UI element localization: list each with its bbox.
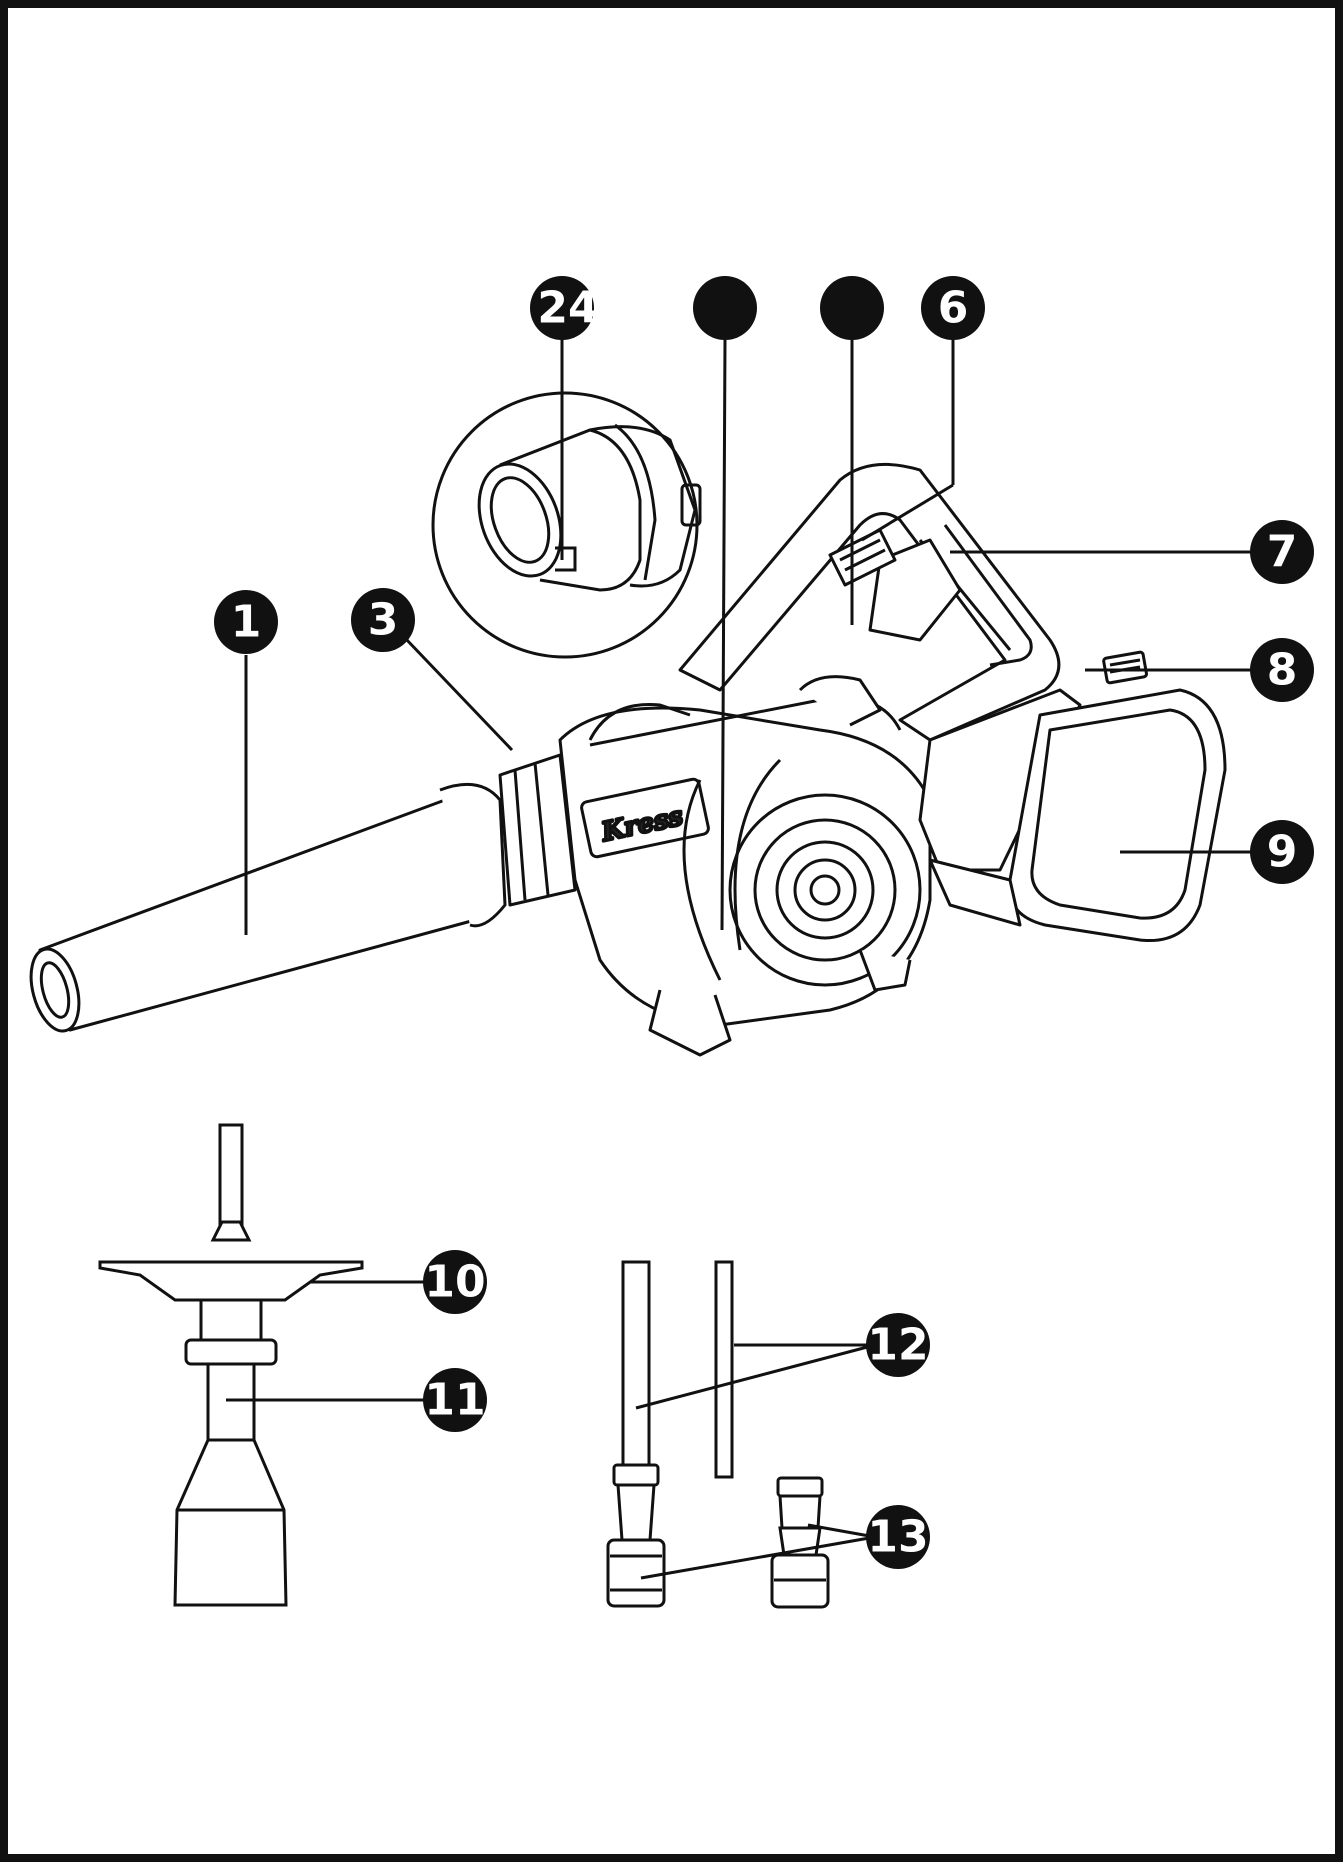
svg-text:7: 7 bbox=[1267, 527, 1298, 578]
callout-1: 1 bbox=[214, 590, 278, 654]
callout-8: 8 bbox=[1250, 638, 1314, 702]
callout-4 bbox=[693, 276, 757, 340]
battery-pack bbox=[918, 650, 1227, 943]
svg-text:9: 9 bbox=[1267, 827, 1298, 878]
wide-nozzle-attachment bbox=[98, 1123, 364, 1607]
callout-3: 3 bbox=[351, 588, 415, 652]
nozzle-coupling bbox=[498, 753, 577, 907]
svg-text:13: 13 bbox=[867, 1512, 928, 1563]
hose-attachments bbox=[606, 1260, 830, 1609]
detail-inset bbox=[431, 391, 702, 659]
callout-13: 13 bbox=[866, 1505, 930, 1569]
blower-illustration: Kress bbox=[29, 462, 1227, 1057]
callout-5 bbox=[820, 276, 884, 340]
blower-nozzle bbox=[29, 782, 507, 1033]
leader-lines bbox=[226, 330, 1262, 1580]
svg-text:10: 10 bbox=[424, 1257, 485, 1308]
svg-text:8: 8 bbox=[1267, 645, 1298, 696]
callout-12: 12 bbox=[866, 1313, 930, 1377]
callout-10: 10 bbox=[423, 1250, 487, 1314]
svg-text:24: 24 bbox=[537, 283, 598, 334]
svg-text:1: 1 bbox=[231, 597, 262, 648]
callout-9: 9 bbox=[1250, 820, 1314, 884]
blower-housing: Kress bbox=[558, 675, 932, 1057]
callout-11: 11 bbox=[423, 1368, 487, 1432]
svg-text:3: 3 bbox=[368, 595, 399, 646]
callout-7: 7 bbox=[1250, 520, 1314, 584]
svg-text:12: 12 bbox=[867, 1320, 928, 1371]
svg-text:6: 6 bbox=[938, 283, 969, 334]
blower-handle bbox=[678, 462, 1061, 742]
callout-6: 6 bbox=[921, 276, 985, 340]
callout-24: 24 bbox=[530, 276, 599, 340]
svg-text:11: 11 bbox=[424, 1375, 485, 1426]
